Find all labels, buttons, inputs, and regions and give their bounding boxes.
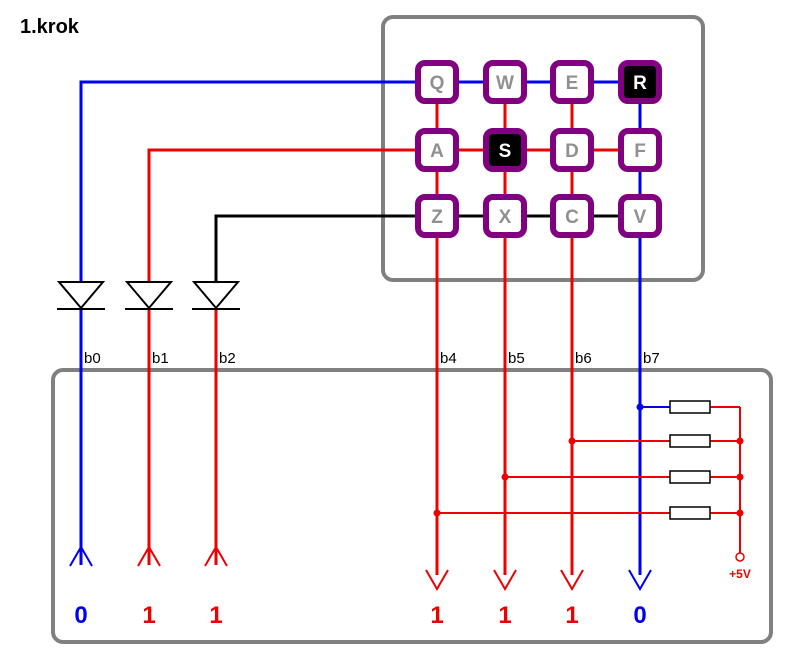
key-w[interactable]: W [483,60,527,104]
arrow-down-b4 [425,569,449,591]
column-wires [435,82,642,575]
arrow-down-b7 [628,569,652,591]
logic-values: 0 1 1 1 1 1 0 [74,602,646,629]
key-cap[interactable] [618,60,662,104]
value-b1: 1 [142,602,155,629]
junction-dot [501,473,509,481]
key-cap[interactable] [618,194,662,238]
key-cap[interactable] [483,60,527,104]
junction-dot [736,509,744,517]
key-a[interactable]: A [415,128,459,172]
key-f[interactable]: F [618,128,662,172]
value-b2: 1 [209,602,222,629]
arrow-up-b2 [204,545,228,567]
controller-frame [51,368,773,644]
junction-dot [736,437,744,445]
key-cap[interactable] [618,128,662,172]
key-d[interactable]: D [550,128,594,172]
value-b5: 1 [498,602,511,629]
bit-label-b2: b2 [219,350,236,367]
key-label: S [499,141,512,162]
key-label: D [565,141,579,162]
key-e[interactable]: E [550,60,594,104]
arrow-up-b1 [137,545,161,567]
junction-dot [433,509,441,517]
bit-labels: b0 b1 b2 b4 b5 b6 b7 [84,350,660,367]
supply-terminal [735,552,745,562]
diode-b1 [124,281,174,310]
row-wires [79,80,640,290]
resistor-b7 [669,400,711,414]
bit-label-b1: b1 [152,350,169,367]
bit-label-b5: b5 [508,350,525,367]
key-cap[interactable] [483,194,527,238]
key-label: Q [430,73,445,94]
key-s[interactable]: S [483,128,527,172]
key-z[interactable]: Z [415,194,459,238]
key-r[interactable]: R [618,60,662,104]
key-cap[interactable] [483,128,527,172]
diode-b2 [191,281,241,310]
key-label: W [496,73,514,94]
key-c[interactable]: C [550,194,594,238]
arrow-up-b0 [69,545,93,567]
value-b7: 0 [633,602,646,629]
key-label: F [634,141,646,162]
resistor-b5 [669,470,711,484]
key-cap[interactable] [550,128,594,172]
row-wire-0 [79,80,437,290]
diode-b0 [56,281,106,310]
value-b4: 1 [430,602,443,629]
junction-dot [636,403,644,411]
key-label: A [430,141,444,162]
arrow-down-b5 [493,569,517,591]
value-b0: 0 [74,602,87,629]
row-wire-1 [147,148,437,290]
key-x[interactable]: X [483,194,527,238]
key-cap[interactable] [415,194,459,238]
arrow-down-b6 [560,569,584,591]
bit-label-b4: b4 [440,350,457,367]
key-label: Z [431,207,443,228]
key-cap[interactable] [415,128,459,172]
key-v[interactable]: V [618,194,662,238]
key-label: V [634,207,647,228]
junction-dot [568,437,576,445]
key-label: R [633,73,647,94]
diagram-title: 1.krok [20,16,80,38]
row-wire-2 [214,214,437,290]
keypad-keys: Q W E R A S D F Z X C V [415,60,662,238]
key-cap[interactable] [415,60,459,104]
diodes [56,281,241,310]
output-lines [79,308,218,565]
pullup-network: +5V [433,400,751,581]
key-cap[interactable] [550,60,594,104]
key-q[interactable]: Q [415,60,459,104]
bit-label-b6: b6 [575,350,592,367]
junction-dot [736,473,744,481]
supply-label: +5V [729,567,751,581]
key-label: C [565,207,579,228]
resistor-b4 [669,506,711,520]
key-cap[interactable] [550,194,594,238]
bit-label-b7: b7 [643,350,660,367]
value-b6: 1 [565,602,578,629]
key-label: E [566,73,579,94]
arrows [69,545,652,591]
resistor-b6 [669,434,711,448]
key-label: X [499,207,512,228]
bit-label-b0: b0 [84,350,101,367]
